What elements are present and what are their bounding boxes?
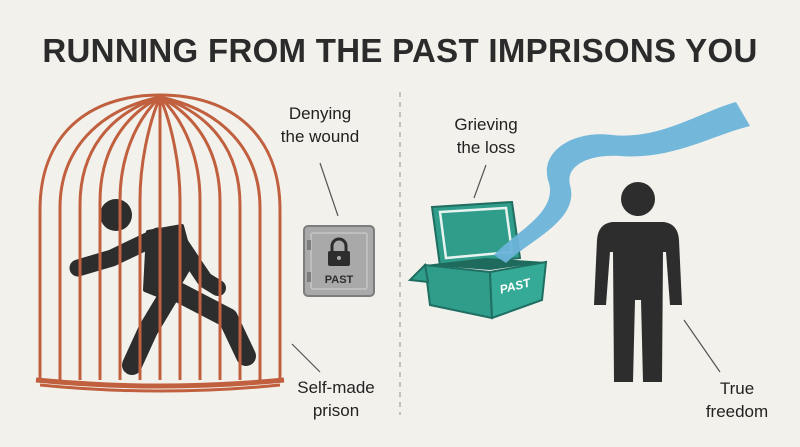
label-line: the loss xyxy=(456,137,516,157)
label-line: Denying xyxy=(288,104,352,123)
page-title: RUNNING FROM THE PAST IMPRISONS YOU xyxy=(42,32,758,69)
label-line: the wound xyxy=(280,126,360,146)
label-denying-the-wound: Denying the wound xyxy=(262,103,378,149)
safe-label: PAST xyxy=(325,274,354,286)
label-line: freedom xyxy=(705,401,769,421)
label-line: prison xyxy=(312,400,360,420)
leader-line-freedom xyxy=(683,319,721,373)
label-line: Grieving xyxy=(454,115,518,134)
leader-line-prison xyxy=(291,343,321,373)
label-line: True xyxy=(719,379,755,398)
label-self-made-prison: Self-made prison xyxy=(282,377,390,423)
ribbon-icon xyxy=(494,102,750,263)
label-true-freedom: True freedom xyxy=(692,378,782,424)
leader-line-denying xyxy=(319,162,339,217)
safe-icon: PAST xyxy=(303,225,375,297)
open-box-icon: PAST xyxy=(407,200,548,320)
padlock-icon xyxy=(328,237,350,266)
standing-person-icon xyxy=(594,182,682,382)
birdcage-icon xyxy=(35,93,285,393)
label-grieving-the-loss: Grieving the loss xyxy=(436,114,536,160)
leader-line-grieving xyxy=(473,164,487,199)
label-line: Self-made xyxy=(297,378,375,397)
